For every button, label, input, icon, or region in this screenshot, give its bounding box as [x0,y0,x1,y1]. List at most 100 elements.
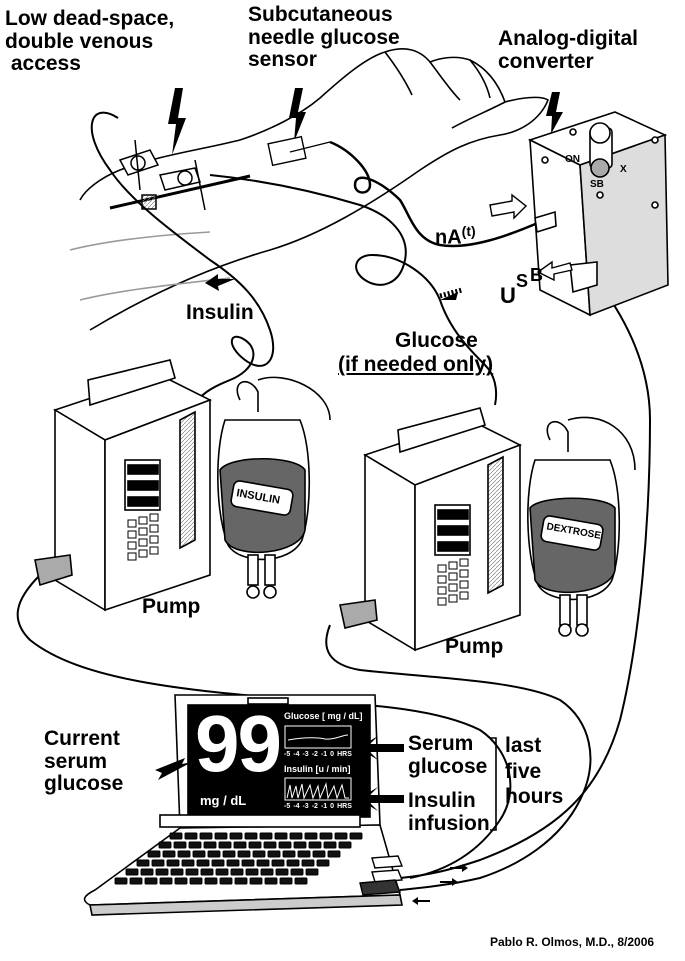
keyboard-key [241,859,255,867]
keyboard-key [297,850,311,858]
axis-unit: HRS [337,803,352,810]
keyboard-key [207,850,221,858]
axis-tick: -1 [320,803,328,810]
keyboard-key [215,868,229,876]
axis-tick: -3 [302,751,309,758]
tubing [16,111,652,891]
keyboard-key [349,832,363,840]
keyboard-key [218,841,232,849]
converter-box [527,111,669,317]
keyboard-key [234,877,248,885]
keyboard-key [147,850,161,858]
keyboard-key [233,841,247,849]
laptop-keyboard [114,832,363,885]
keyboard-key [185,868,199,876]
keyboard-key [129,877,143,885]
usb-label-s: S [516,271,529,291]
current-glucose-label: Current serum glucose [44,727,124,796]
dextrose-bag [527,416,636,637]
axis-tick: -5 [284,803,291,810]
keyboard-key [237,850,251,858]
keyboard-key [274,832,288,840]
signal-arrows [489,193,573,282]
insulin-line-label: Insulin [186,301,254,324]
keyboard-key [244,832,258,840]
glucose-note-label: (if needed only) [338,353,494,376]
keyboard-key [222,850,236,858]
keyboard-key [282,850,296,858]
label-pointers [155,736,404,811]
axis-tick: -4 [293,751,300,758]
converter-label: Analog-digital converter [498,27,638,73]
na-sup: (t) [461,223,476,239]
keyboard-key [267,850,281,858]
pump-left-label: Pump [142,595,201,618]
keyboard-key [151,859,165,867]
axis-tick: 0 [330,803,335,810]
axis-tick: -2 [311,803,318,810]
keyboard-key [229,832,243,840]
keyboard-key [226,859,240,867]
usb-connectors [359,855,404,896]
screen-glucose-title: Glucose [ mg / dL] [284,711,363,721]
keyboard-key [188,841,202,849]
axis-tick: -1 [320,751,328,758]
serum-glucose-label: Serum glucose [408,732,488,778]
axis-tick: -3 [302,803,309,810]
keyboard-key [189,877,203,885]
pump-left [34,359,212,612]
keyboard-key [338,841,352,849]
last-five-hours-label: last five hours [505,734,564,809]
keyboard-key [275,868,289,876]
keyboard-key [158,841,172,849]
keyboard-key [219,877,233,885]
axis-tick: 0 [330,751,335,758]
keyboard-key [327,850,341,858]
keyboard-key [159,877,173,885]
keyboard-key [144,877,158,885]
usb-direction-arrows [412,864,468,905]
keyboard-key [155,868,169,876]
keyboard-key [248,841,262,849]
signal-hatch [439,287,463,299]
venous-access [109,139,251,211]
keyboard-key [263,841,277,849]
keyboard-key [114,877,128,885]
keyboard-key [256,859,270,867]
keyboard-key [264,877,278,885]
keyboard-key [162,850,176,858]
keyboard-key [308,841,322,849]
credit-line: Pablo R. Olmos, M.D., 8/2006 [490,935,655,949]
keyboard-key [211,859,225,867]
insulin-infusion-label: Insulin infusion [408,789,490,835]
keyboard-key [294,877,308,885]
keyboard-key [334,832,348,840]
pump-right-label: Pump [445,635,504,658]
keyboard-key [279,877,293,885]
keyboard-key [316,859,330,867]
keyboard-key [184,832,198,840]
na-label: nA(t) [435,223,476,249]
keyboard-key [301,859,315,867]
keyboard-key [200,868,214,876]
usb-label-b: B [530,265,543,285]
keyboard-key [286,859,300,867]
keyboard-key [166,859,180,867]
keyboard-key [192,850,206,858]
arm [69,48,549,331]
keyboard-key [140,868,154,876]
keyboard-key [199,832,213,840]
keyboard-key [196,859,210,867]
screen-graphs [284,725,352,801]
keyboard-key [245,868,259,876]
hours-bracket [490,737,497,831]
glucose-line-label: Glucose [395,329,478,352]
keyboard-key [249,877,263,885]
axis-tick: -4 [293,803,300,810]
keyboard-key [289,832,303,840]
keyboard-key [259,832,273,840]
axis-tick: -5 [284,751,291,758]
